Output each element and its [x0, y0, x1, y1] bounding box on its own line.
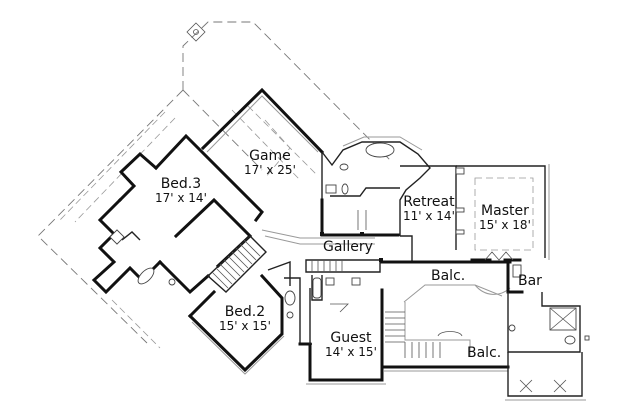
upper-bath-cluster	[320, 136, 431, 237]
room-dimensions: 17' x 25'	[244, 163, 296, 177]
room-name: Game	[249, 148, 291, 164]
room-name: Balc.	[467, 345, 502, 361]
room-dimensions: 11' x 14'	[403, 209, 455, 223]
stairs-left	[206, 235, 267, 293]
gallery-stairs	[305, 258, 383, 273]
bed2-walls	[187, 261, 291, 375]
room-name: Bar	[518, 273, 542, 289]
room-label-bed2: Bed.2 15' x 15'	[219, 305, 271, 332]
room-name: Balc.	[431, 268, 466, 284]
skylight-diamond-icon	[186, 22, 206, 42]
room-name: Bed.3	[160, 176, 202, 192]
room-dimensions: 14' x 15'	[325, 345, 377, 359]
room-name: Bed.2	[224, 304, 266, 320]
bar-suite-walls	[505, 260, 590, 401]
room-label-bed3: Bed.3 17' x 14'	[155, 177, 207, 204]
room-dimensions: 15' x 15'	[219, 319, 271, 333]
room-label-retreat: Retreat 11' x 14'	[403, 195, 455, 222]
room-label-bar: Bar	[518, 274, 542, 288]
room-label-guest: Guest 14' x 15'	[325, 331, 377, 358]
room-name: Master	[481, 203, 529, 219]
bed3-walls	[91, 133, 264, 295]
guest-walls	[298, 275, 386, 385]
room-label-gallery: Gallery	[323, 240, 373, 254]
room-name: Retreat	[403, 194, 455, 210]
room-dimensions: 15' x 18'	[479, 218, 531, 232]
balcony-walls	[380, 260, 512, 372]
room-label-master: Master 15' x 18'	[479, 204, 531, 231]
room-label-game: Game 17' x 25'	[244, 149, 296, 176]
room-dimensions: 17' x 14'	[155, 191, 207, 205]
roof-outline-dashed	[37, 21, 391, 349]
room-label-balcony-small: Balc.	[467, 346, 501, 360]
game-room-walls	[200, 87, 375, 245]
room-label-balcony-main: Balc.	[431, 269, 465, 283]
master-walls	[456, 164, 550, 262]
room-name: Guest	[330, 330, 372, 346]
room-name: Gallery	[323, 239, 373, 255]
bed2-bath	[284, 277, 312, 345]
